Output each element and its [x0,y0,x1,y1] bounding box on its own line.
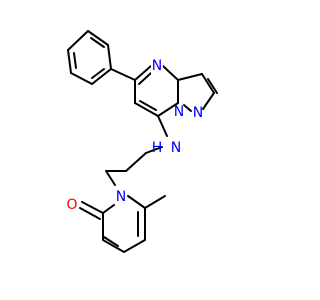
bond [90,37,105,48]
amine-hydrogen-label: H [152,140,163,156]
bond [157,115,168,137]
bond [67,30,89,51]
atom-labels: N N N N H N O [66,56,203,213]
bond [138,72,152,85]
bond [201,73,215,94]
bond [134,102,159,117]
bond [110,68,136,81]
bond [102,204,115,214]
bond [127,195,146,209]
bond [67,49,72,74]
bond [79,207,101,220]
bonds [67,30,218,253]
bond [177,73,203,81]
bond [103,236,119,247]
pyrazole-nitrogen-label: N [193,105,203,121]
bond [91,68,112,85]
bond [134,65,152,81]
bond [183,104,192,112]
bond [107,44,112,70]
carbonyl-oxygen-label: O [66,197,77,213]
bond [162,65,179,81]
bond [70,72,93,85]
bond [105,170,116,186]
bond [144,195,166,209]
bond [123,239,146,253]
bond [139,100,157,111]
bond [145,146,163,154]
pyridinone-nitrogen-label: N [116,189,126,205]
bond [102,239,125,253]
bond [91,68,105,79]
bond [73,52,77,69]
amine-nitrogen-label: N [171,140,181,156]
bond [202,92,215,110]
pyrimidine-nitrogen-label: N [152,58,162,74]
bond [157,102,179,117]
bond [81,201,104,214]
bond [87,30,109,46]
bridgehead-nitrogen-label: N [174,104,184,120]
bond [207,78,218,94]
bond [125,152,147,172]
chemical-structure: N N N N H N O [66,30,218,253]
